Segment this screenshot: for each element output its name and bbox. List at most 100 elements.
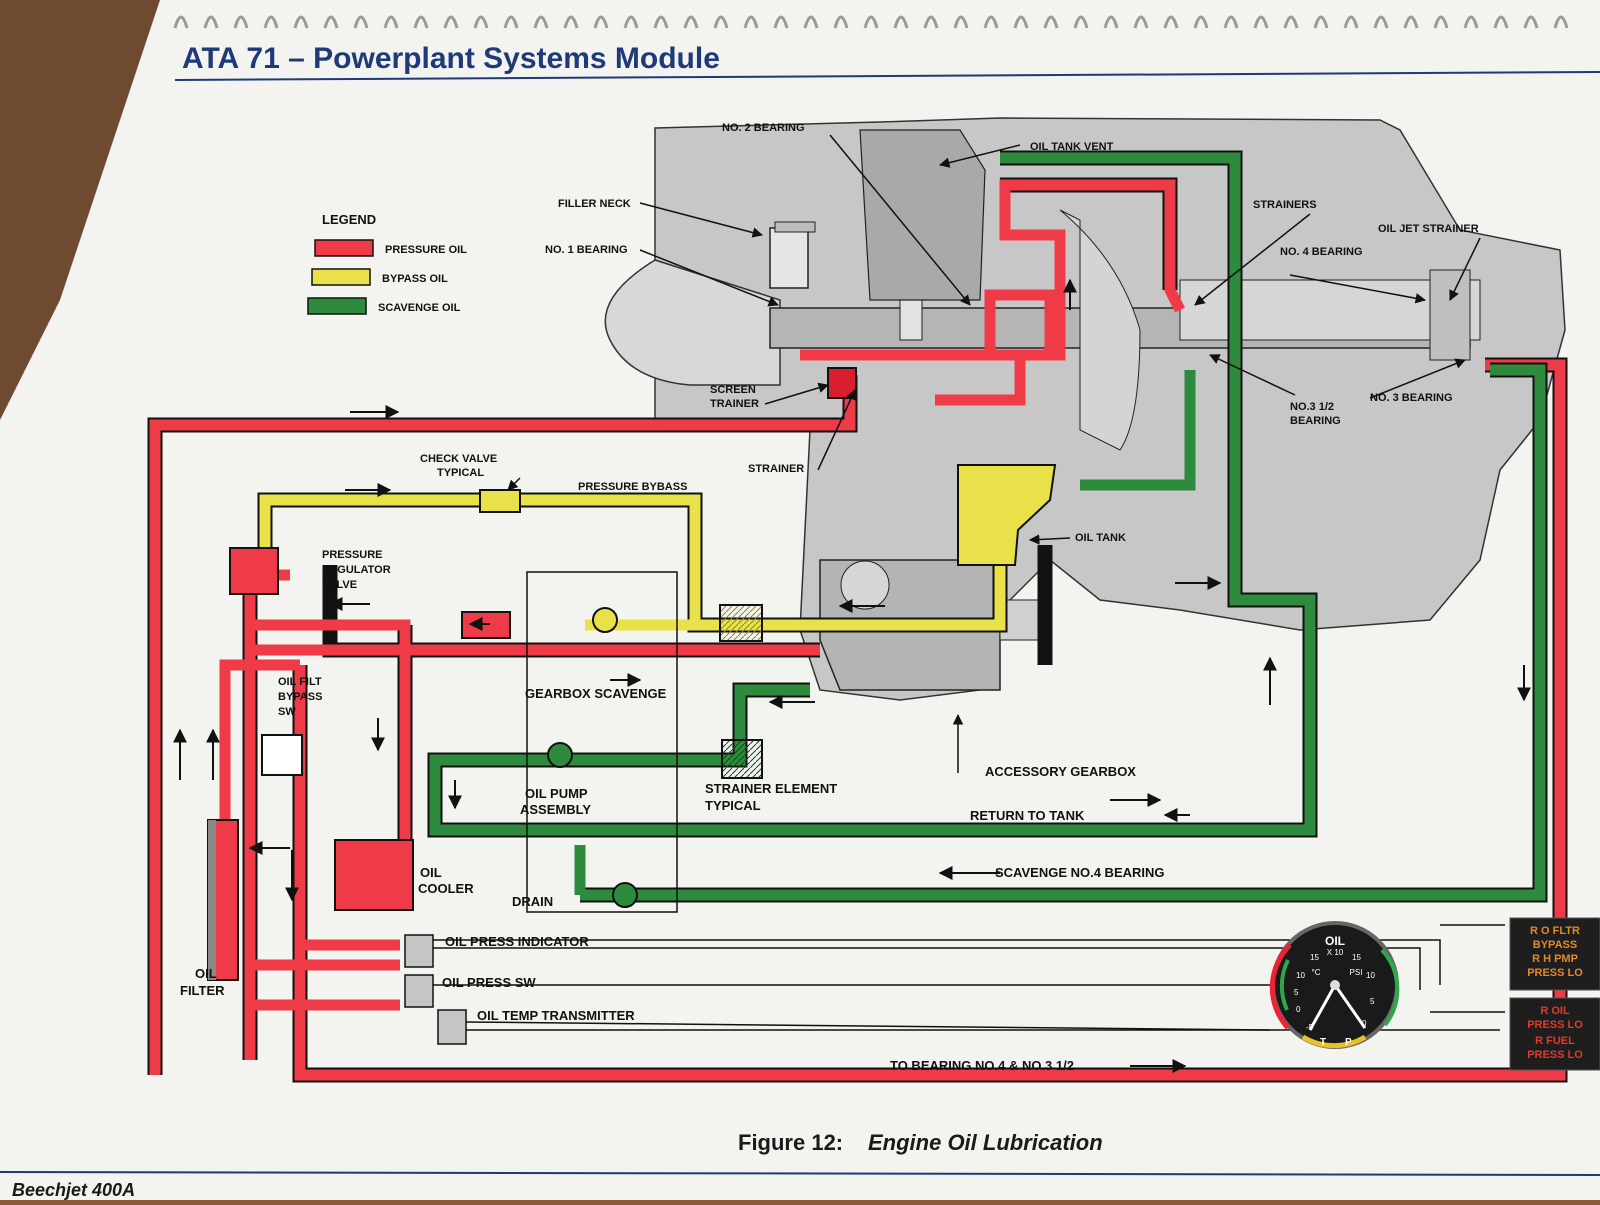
label-oil-press-indicator: OIL PRESS INDICATOR (445, 934, 589, 949)
label-prv-1: PRESSURE (322, 549, 383, 561)
label-oil-temp-transmitter: OIL TEMP TRANSMITTER (477, 1008, 635, 1023)
oil-cooler (334, 839, 414, 911)
label-strainer-element-2: TYPICAL (705, 798, 761, 813)
figure-caption-prefix: Figure 12: (738, 1130, 843, 1155)
annunciator-line: PRESS LO (1527, 967, 1583, 979)
gauge-press-unit: PSI (1350, 968, 1363, 977)
label-oil-cooler-2: COOLER (418, 881, 474, 896)
label-scavenge-no4: SCAVENGE NO.4 BEARING (995, 865, 1165, 880)
label-drain: DRAIN (512, 894, 553, 909)
label-strainer-element-1: STRAINER ELEMENT (705, 781, 837, 796)
gauge-temp-tick: 0 (1296, 1005, 1301, 1014)
label-gearbox-scavenge: GEARBOX SCAVENGE (525, 686, 667, 701)
label-return-to-tank: RETURN TO TANK (970, 808, 1085, 823)
gauge-press-tick: 15 (1352, 953, 1361, 962)
gauge-temp-tick: 15 (1310, 953, 1319, 962)
gauge-temp-tick: -5 (1306, 1023, 1314, 1032)
oil-filter-element (208, 820, 216, 980)
label-check-valve-1: CHECK VALVE (420, 453, 497, 465)
label-oil-filter-2: FILTER (180, 983, 225, 998)
label-oil-jet-strainer: OIL JET STRAINER (1378, 223, 1479, 235)
label-no2-bearing: NO. 2 BEARING (722, 122, 805, 134)
label-accessory-gearbox: ACCESSORY GEARBOX (985, 764, 1136, 779)
figure-caption-title: Engine Oil Lubrication (868, 1130, 1103, 1155)
gauge-title: OIL (1325, 934, 1345, 948)
label-to-bearing: TO BEARING NO.4 & NO.3 1/2 (890, 1058, 1074, 1073)
annunciator-line: R OIL (1540, 1005, 1570, 1017)
legend-swatch-scavenge (307, 297, 367, 315)
strainer-element (721, 739, 763, 779)
check-valve (479, 489, 521, 513)
label-screen-trainer-2: TRAINER (710, 398, 759, 410)
flow-arrows (173, 278, 1531, 1073)
gauge-temp-tick: 5 (1294, 988, 1299, 997)
label-oil-pump-2: ASSEMBLY (520, 802, 591, 817)
label-oil-filt-3: SW (278, 706, 296, 718)
legend: LEGEND PRESSURE OIL BYPASS OIL SCAVENGE … (307, 212, 467, 315)
annunciator-line: PRESS LO (1527, 1019, 1583, 1031)
footer-rule (0, 1171, 1600, 1176)
legend-label-bypass: BYPASS OIL (382, 273, 448, 285)
spiral-binding (173, 15, 1569, 29)
indication-wiring (433, 924, 1505, 1031)
annunciator-line: R O FLTR (1530, 925, 1580, 937)
gauge-press-tick: 0 (1362, 1019, 1367, 1028)
pump-element-pressure (592, 607, 618, 633)
footer-brand: Beechjet 400A (12, 1180, 135, 1200)
scavenge-oil-lines (427, 150, 1548, 903)
label-strainer: STRAINER (748, 463, 804, 475)
pressure-regulator-valve (229, 547, 279, 595)
oil-tank-shape (957, 464, 1057, 566)
gauge-t-letter: T (1320, 1037, 1326, 1048)
pump-element-gearbox (547, 742, 573, 768)
diagram-labels: NO. 2 BEARING OIL TANK VENT FILLER NECK … (180, 122, 1479, 1073)
label-oil-tank: OIL TANK (1075, 532, 1126, 544)
label-no3half-1: NO.3 1/2 (1290, 401, 1334, 413)
label-check-valve-2: TYPICAL (437, 467, 484, 479)
label-oil-cooler-1: OIL (420, 865, 442, 880)
label-oil-pump-1: OIL PUMP (525, 786, 588, 801)
gauge-press-tick: 10 (1366, 971, 1375, 980)
annunciator-lower: R OIL PRESS LO R FUEL PRESS LO (1509, 997, 1600, 1071)
label-screen-trainer-1: SCREEN (710, 384, 756, 396)
label-prv-3: VALVE (322, 579, 357, 591)
annunciator-upper: R O FLTR BYPASS R H PMP PRESS LO (1509, 917, 1600, 991)
oil-pump-assembly-outline (526, 571, 678, 913)
oil-filt-bypass-sw (261, 734, 303, 776)
label-oil-filt-1: OIL FILT (278, 676, 322, 688)
label-no3half-2: BEARING (1290, 415, 1341, 427)
label-strainers: STRAINERS (1253, 199, 1317, 211)
label-no1-bearing: NO. 1 BEARING (545, 244, 628, 256)
legend-title: LEGEND (322, 212, 376, 227)
page-title: ATA 71 – Powerplant Systems Module (182, 42, 720, 75)
engine-cross-section (604, 117, 1566, 701)
oil-gauge: OIL X 10 °C PSI 15 10 5 0 -5 15 10 5 0 T… (1269, 921, 1400, 1049)
gauge-temp-unit: °C (1312, 968, 1321, 977)
label-oil-press-sw: OIL PRESS SW (442, 975, 536, 990)
pump-element-no4 (612, 882, 638, 908)
label-no4-bearing: NO. 4 BEARING (1280, 246, 1363, 258)
header-rule (174, 71, 1600, 81)
legend-swatch-bypass (311, 268, 371, 286)
gauge-press-tick: 5 (1370, 997, 1375, 1006)
annunciator-line: PRESS LO (1527, 1049, 1583, 1061)
screen-trainer (827, 367, 857, 399)
label-pressure-bybass: PRESSURE BYBASS (578, 481, 687, 493)
gauge-temp-tick: 10 (1296, 971, 1305, 980)
oil-press-sw (404, 974, 434, 1008)
legend-label-scavenge: SCAVENGE OIL (378, 302, 461, 314)
bypass-oil-lines (257, 464, 1057, 642)
gauge-p-letter: P (1345, 1037, 1352, 1048)
annunciator-line: R FUEL (1535, 1035, 1575, 1047)
leader-lines (507, 134, 1481, 773)
oil-temp-transmitter (437, 1009, 467, 1045)
label-oil-filter-1: OIL (195, 966, 217, 981)
legend-label-pressure: PRESSURE OIL (385, 244, 467, 256)
label-oil-filt-2: BYPASS (278, 691, 322, 703)
label-filler-neck: FILLER NECK (558, 198, 631, 210)
annunciator-line: BYPASS (1533, 939, 1577, 951)
label-oil-tank-vent: OIL TANK VENT (1030, 141, 1114, 153)
bypass-strainer (719, 604, 763, 642)
